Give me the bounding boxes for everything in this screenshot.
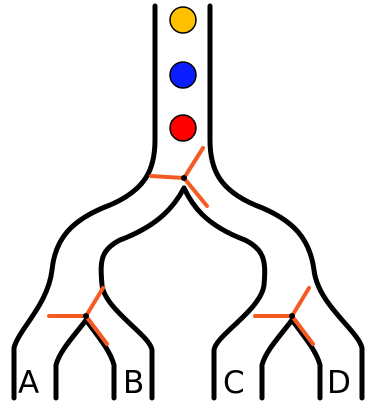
right-switch-arm-up [290, 286, 311, 318]
left-switch-pivot [83, 313, 89, 319]
outlet-labels: A B C D [18, 365, 351, 401]
central-divider [98, 185, 187, 401]
top-switch-arm-down [182, 176, 209, 208]
right-switch [253, 286, 315, 346]
right-divider [259, 317, 295, 401]
top-switch-pivot [181, 175, 187, 181]
outlet-label-a: A [18, 365, 39, 401]
blue-ball [169, 61, 197, 89]
right-switch-arm-down [290, 314, 315, 346]
right-divider-right [289, 317, 323, 401]
left-divider [53, 317, 89, 401]
outlet-label-b: B [123, 365, 144, 401]
right-switch-pivot [289, 313, 295, 319]
outlet-label-c: C [223, 365, 245, 401]
yellow-ball [169, 6, 197, 34]
left-switch-arm-up [84, 286, 105, 318]
main-tube-right-wall [207, 3, 365, 401]
outlet-label-d: D [327, 365, 351, 401]
top-switch-arm-left [149, 174, 186, 180]
pipe-network [11, 3, 365, 401]
top-switch-arm-up [182, 146, 205, 180]
red-ball [169, 114, 197, 142]
central-divider-right [181, 185, 268, 401]
left-divider-right [83, 317, 117, 401]
balls [169, 6, 197, 142]
top-switch [149, 146, 209, 208]
switches [47, 146, 315, 346]
main-tube-left-wall [11, 3, 158, 401]
left-switch-arm-down [84, 314, 109, 346]
left-switch [47, 286, 109, 346]
